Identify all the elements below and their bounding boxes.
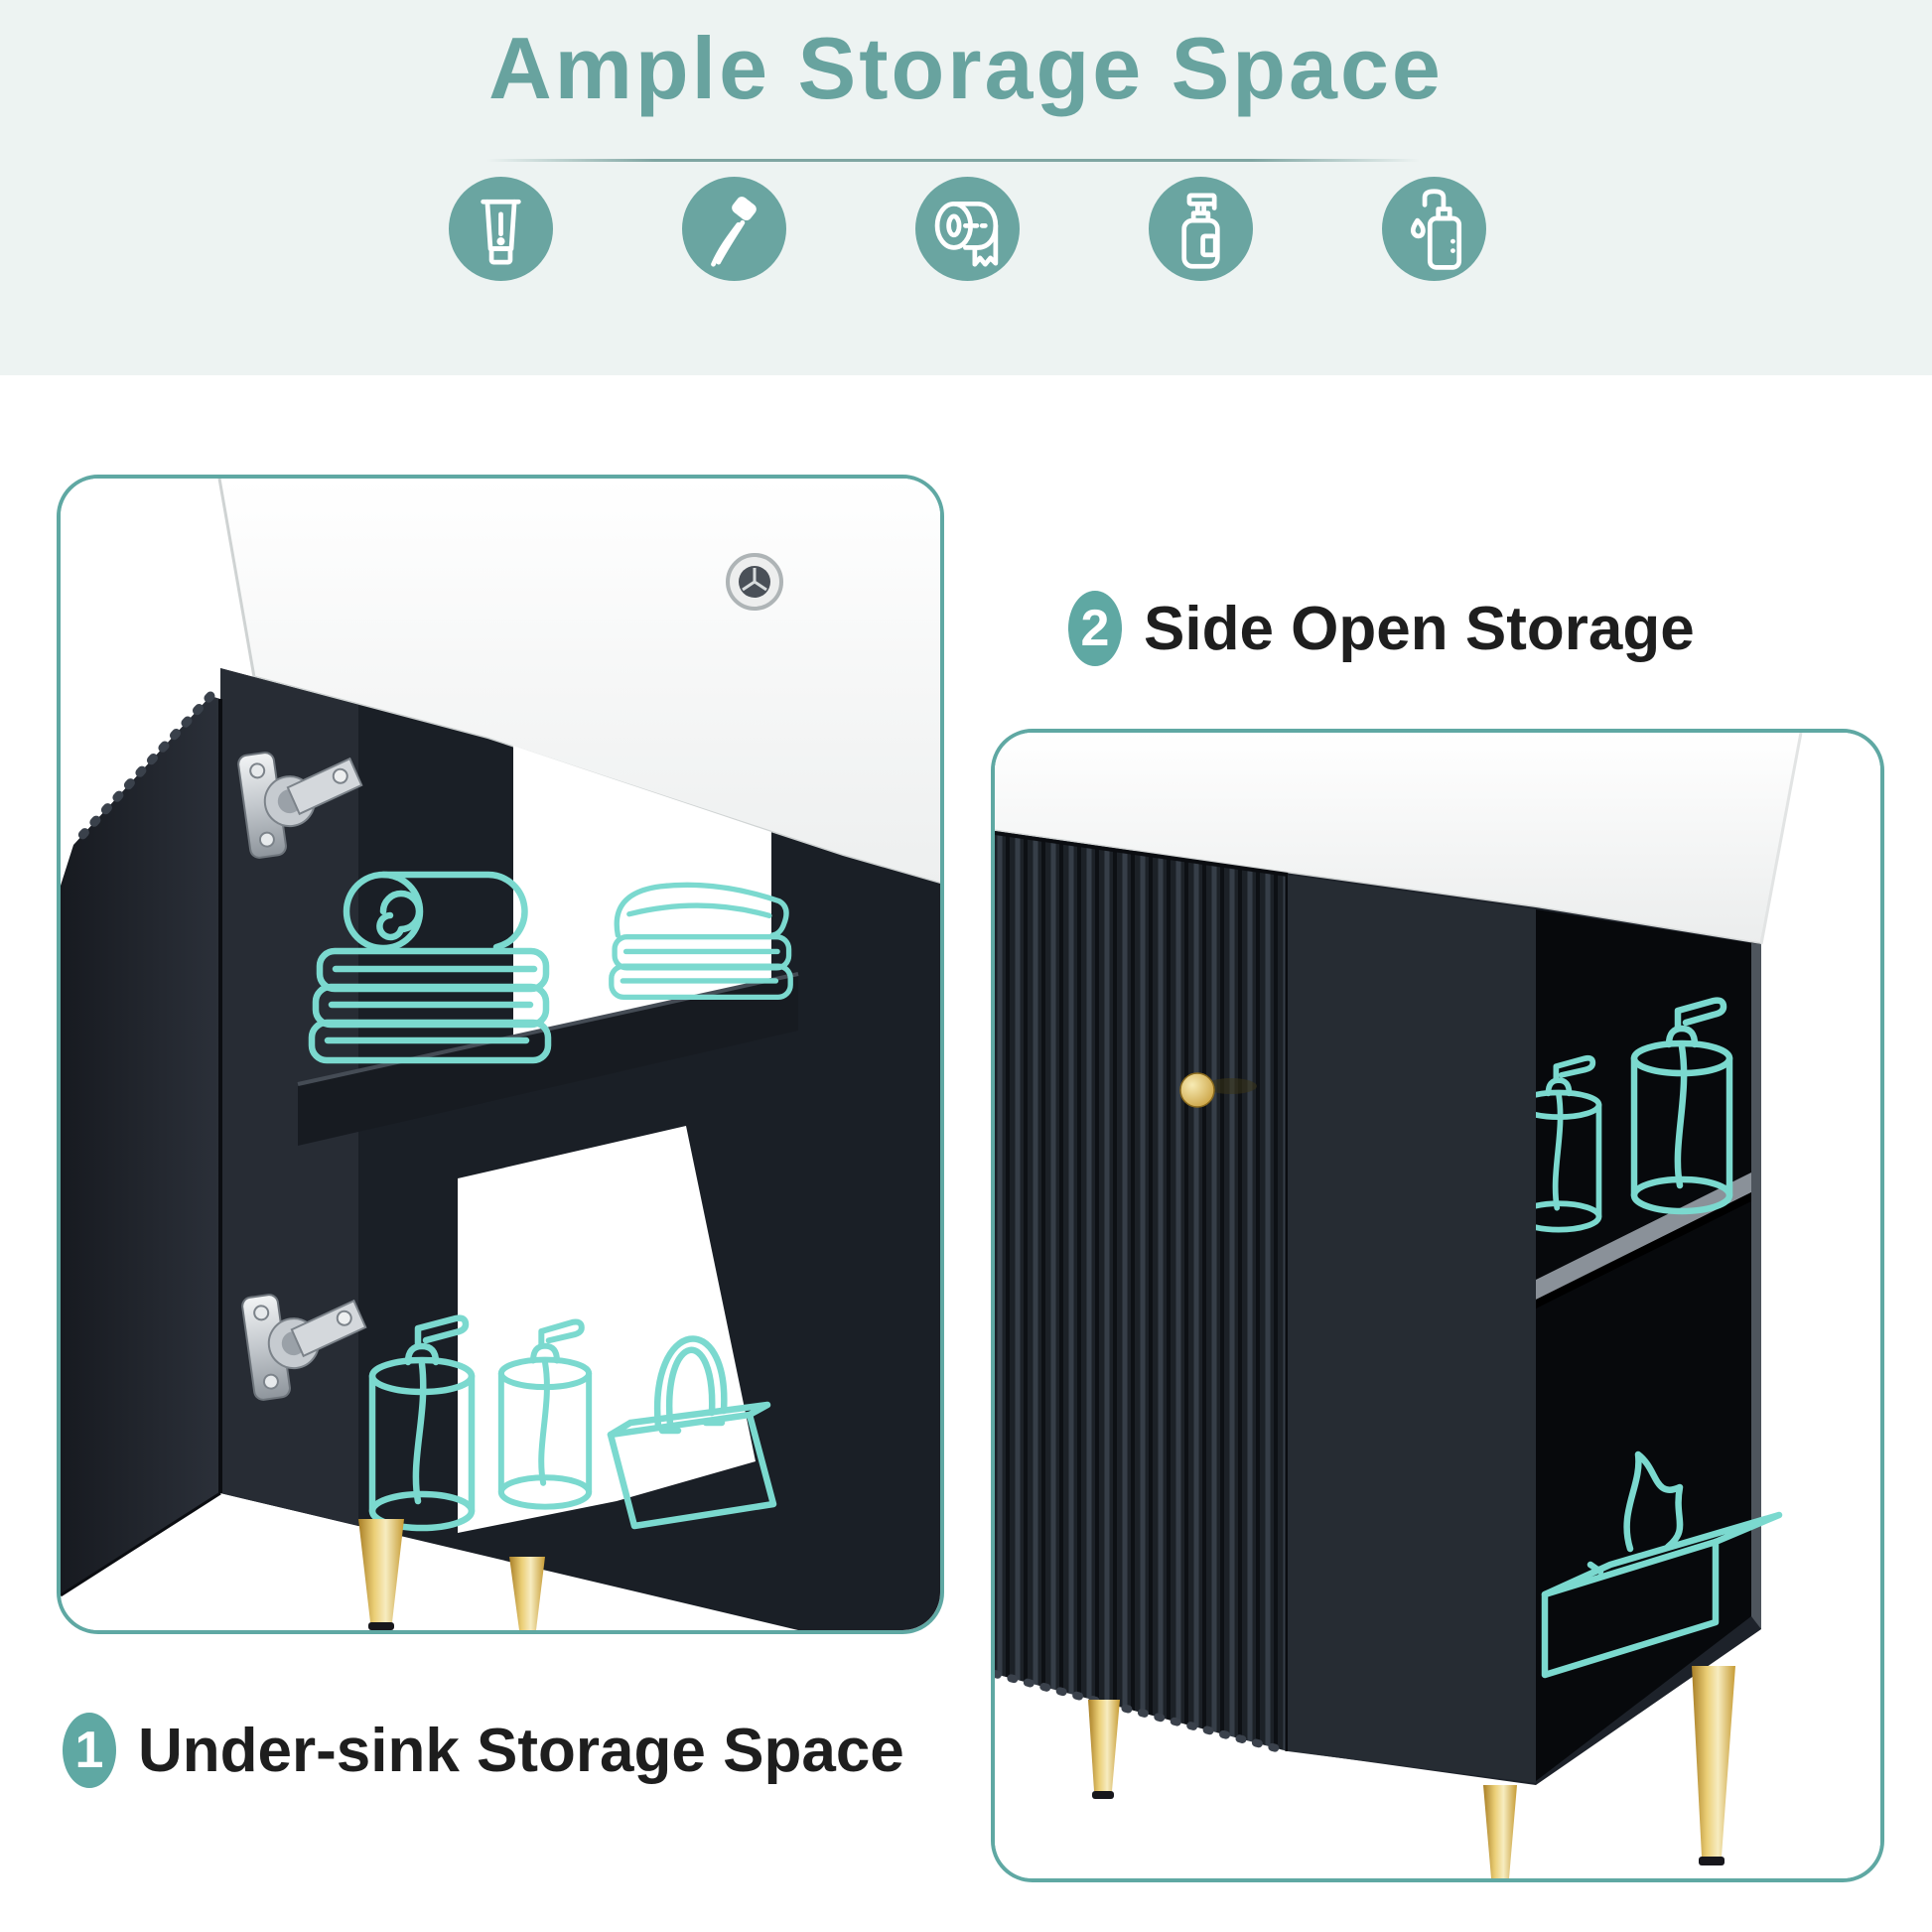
towels-sketch: [308, 871, 793, 1064]
fluted-door: [995, 831, 1292, 1755]
gold-legs: [1088, 1666, 1735, 1878]
tissue-box-sketch: [1541, 1450, 1783, 1679]
amenity-icons: [0, 177, 1932, 286]
toothpaste-icon: [449, 177, 553, 281]
callout-2-label: Side Open Storage: [1144, 594, 1695, 663]
toilet-paper-icon: [915, 177, 1020, 281]
open-door: [61, 691, 222, 1597]
callout-side-open-storage: 2 Side Open Storage: [1068, 591, 1695, 666]
callout-2-badge: 2: [1068, 591, 1122, 666]
storage-bag-sketch: [607, 1335, 777, 1530]
under-sink-panel: [57, 475, 944, 1634]
side-storage-panel: [991, 729, 1884, 1882]
door-hinge-top: [237, 752, 363, 859]
toothbrush-icon: [682, 177, 786, 281]
door-hinge-bottom: [241, 1294, 367, 1401]
callout-1-badge: 1: [63, 1713, 116, 1788]
sink-overflow-hole: [726, 553, 783, 611]
soap-dispenser-icon: [1382, 177, 1486, 281]
callout-1-label: Under-sink Storage Space: [138, 1716, 904, 1785]
page-title: Ample Storage Space: [488, 19, 1444, 117]
callout-under-sink-storage: 1 Under-sink Storage Space: [63, 1713, 904, 1788]
under-sink-illustration: [61, 479, 940, 1630]
bottles-and-bag-sketch: [368, 1314, 777, 1532]
soap-dispensers-sketch: [1536, 997, 1733, 1233]
lotion-pump-bottle-icon: [1149, 177, 1253, 281]
side-storage-illustration: [995, 733, 1880, 1878]
title-divider: [486, 159, 1420, 162]
gold-legs: [358, 1519, 545, 1630]
hero-section: Ample Storage Space: [0, 0, 1932, 375]
cabinet-side-face: [1288, 875, 1536, 1783]
door-knob: [1179, 1072, 1257, 1108]
